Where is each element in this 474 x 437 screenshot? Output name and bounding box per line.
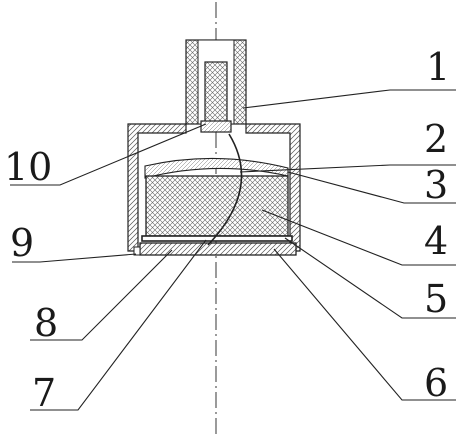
inner-rod (204, 61, 228, 127)
curved-layer (144, 157, 289, 179)
thin-plate (141, 235, 293, 242)
label-9: 9 (10, 221, 34, 265)
connector-block (200, 120, 232, 133)
label-6: 6 (424, 361, 448, 405)
callout-labels: 1 2 3 4 5 6 7 8 9 10 (4, 45, 450, 415)
label-4: 4 (424, 219, 448, 263)
label-3: 3 (424, 163, 448, 207)
leader-lines (10, 89, 456, 411)
label-8: 8 (34, 301, 58, 345)
side-stub (133, 246, 141, 256)
label-2: 2 (424, 117, 448, 161)
main-block (145, 175, 289, 237)
label-10: 10 (4, 145, 52, 189)
label-1: 1 (426, 45, 450, 89)
arc-curve (207, 133, 243, 246)
base-plate (139, 242, 297, 256)
label-7: 7 (32, 371, 56, 415)
label-5: 5 (424, 277, 448, 321)
